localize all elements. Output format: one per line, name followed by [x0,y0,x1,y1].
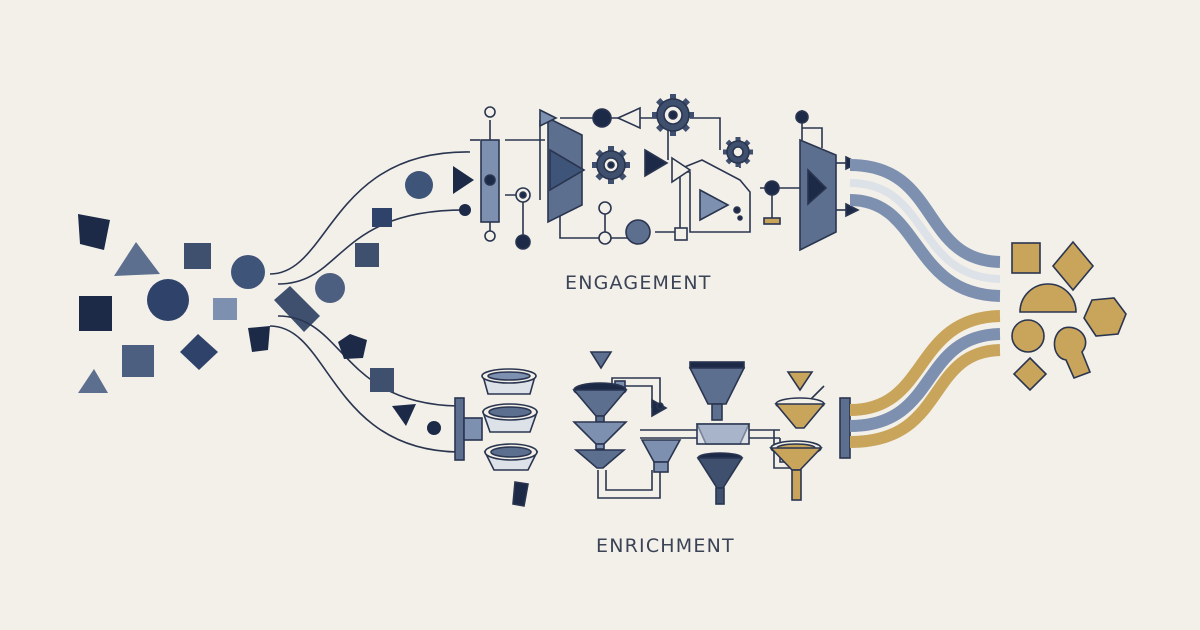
engagement-arrow [644,148,669,178]
input-diamond-shape [180,334,218,370]
travel-triangle-shape [453,166,474,194]
pillar-node [484,174,496,186]
sieve-icon [695,423,751,445]
travel-square-shape [370,368,394,392]
input-square-shape [122,345,154,377]
junction-node [764,180,780,196]
funnel-icon [786,371,814,392]
pipe-node [656,402,664,410]
engagement-block [674,227,688,241]
output-square-shape [1011,242,1041,274]
junction-node [795,110,809,124]
raw-input-shapes [78,214,320,393]
input-square-shape [184,243,211,269]
engagement-arrow [699,188,730,222]
engagement-label: ENGAGEMENT [565,272,712,294]
engagement-ribbon-blue [849,194,1001,302]
pillar-node [484,230,496,242]
funnel-icon [572,382,628,423]
gear-icon [592,146,630,184]
input-triangle-shape [114,242,160,276]
travel-pentagon-shape [338,334,367,359]
enrichment-ribbon-gold [849,344,1001,448]
output-diamond-shape [1012,356,1048,392]
engagement-machinery [470,94,860,252]
engagement-ribbon-pale [849,179,1001,283]
valve-icon [839,397,851,459]
splitting-curves [269,151,471,453]
engagement-dot [598,231,612,245]
funnel-icon [696,452,744,505]
funnel-icon [769,440,823,501]
enrichment-ribbon-gold [849,310,1001,416]
input-quad-shape [248,326,270,352]
gear-icon [723,137,753,167]
travel-circle-shape [315,273,345,303]
pillar-node [484,106,496,118]
travel-triangle-shape [392,404,416,426]
junction-node [515,234,531,250]
travel-circle-shape [405,171,433,199]
input-circle-shape [231,255,265,289]
output-ribbons [849,159,1001,448]
input-quad-shape [78,214,110,250]
sieve-icon [481,368,537,395]
enrichment-machinery [454,351,851,507]
engagement-arrow [549,148,586,192]
output-half-circle-shape [1019,283,1077,313]
engagement-dot [598,201,612,215]
engagement-arrow [845,202,860,218]
engagement-dot [625,219,651,245]
engagement-arrow [539,108,558,128]
funnel-icon [589,351,613,370]
output-circle-shape [1011,319,1045,353]
engagement-ribbon-blue [849,159,1001,268]
junction-node [519,191,527,199]
output-hexagon-shape [1083,297,1127,337]
engagement-arrow [671,156,692,184]
input-chevron-shape [274,286,320,332]
split-curve-upper [269,151,471,275]
input-circle-shape [147,279,189,321]
engagement-output-arrow [807,168,828,206]
travel-square-shape [372,208,392,227]
refined-output-shapes [1011,240,1127,392]
sieve-icon [483,443,539,471]
engagement-dot [592,108,612,128]
split-curve-lower-inner [269,325,459,453]
input-triangle-shape [78,369,108,393]
travel-dot [459,204,471,216]
enrichment-ribbon-blue [849,328,1001,432]
funnel-icon [572,421,628,450]
split-curve-lower [277,315,459,407]
travel-square-shape [355,243,379,267]
pipe-icon [463,417,483,441]
funnel-icon [573,449,627,469]
funnel-icon [640,439,682,473]
split-curve-upper-inner [277,209,471,285]
funnel-icon [774,397,826,429]
engagement-arrow [616,106,641,130]
input-square-shape [79,296,112,331]
funnel-icon [688,361,746,421]
output-chip-shape [512,481,529,507]
enrichment-label: ENRICHMENT [596,535,735,557]
sieve-icon [481,403,539,433]
chamber-dot [733,206,741,214]
pipe-icon [454,397,465,461]
gear-icon [652,94,694,136]
travelling-shapes [315,166,474,435]
input-square-shape [213,298,237,320]
output-blob-shape [1053,326,1092,380]
chamber-dot [737,215,743,221]
travel-dot [427,421,441,435]
engagement-block [763,217,781,225]
output-diamond-shape [1051,240,1095,292]
